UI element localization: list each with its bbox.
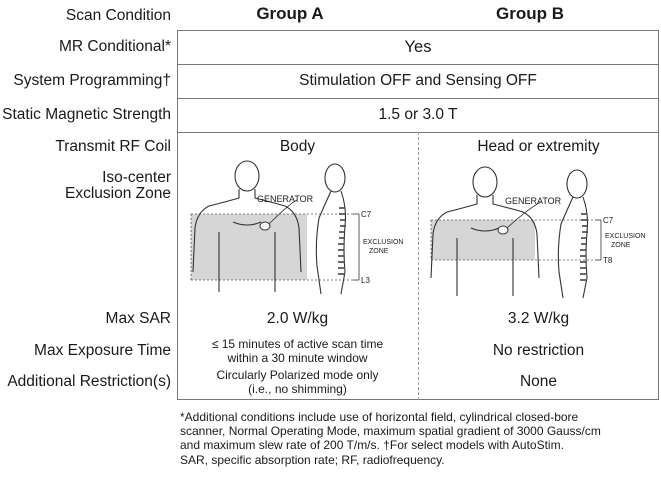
- spine-icon: [338, 207, 346, 275]
- additional-group-a-line2: (i.e., no shimming): [248, 382, 347, 396]
- system-programming-label: System Programming†: [13, 72, 171, 89]
- max-exposure-label: Max Exposure Time: [34, 342, 171, 359]
- additional-group-b: None: [519, 373, 558, 390]
- front-torso-figure: [192, 160, 302, 292]
- footnote-line4: SAR, specific absorption rate; RF, radio…: [180, 452, 445, 467]
- group-a-exclusion-diagram: GENERATOR C7 L3 EXCLUSION ZONE: [190, 160, 403, 295]
- static-magnetic-label: Static Magnetic Strength: [2, 106, 171, 123]
- transmit-rf-label: Transmit RF Coil: [55, 138, 171, 155]
- scan-condition-header: Scan Condition: [65, 7, 171, 24]
- generator-icon: [259, 221, 271, 231]
- generator-label: GENERATOR: [505, 196, 562, 206]
- footnote-line3: and maximum slew rate of 200 T/m/s. †For…: [180, 438, 564, 453]
- system-programming-value: Stimulation OFF and Sensing OFF: [299, 72, 537, 89]
- max-exposure-group-a-line2: within a 30 minute window: [227, 351, 368, 365]
- generator-pointer: [506, 201, 542, 229]
- exclusion-zone-shade: [431, 220, 535, 260]
- t8-label: T8: [603, 256, 613, 265]
- transmit-rf-group-a: Body: [279, 138, 316, 155]
- group-divider: [418, 132, 419, 400]
- zone-label: ZONE: [611, 242, 631, 249]
- c7-label: C7: [603, 216, 614, 225]
- exclusion-label: EXCLUSION: [605, 233, 645, 240]
- isocenter-label: Iso-center Exclusion Zone: [0, 170, 171, 202]
- max-exposure-group-b: No restriction: [492, 342, 585, 359]
- isocenter-label-line1: Iso-center: [102, 169, 171, 186]
- generator-icon: [497, 225, 509, 235]
- side-profile-figure: [557, 169, 589, 299]
- footnote-line1: *Additional conditions include use of ho…: [180, 410, 579, 424]
- spine-icon: [580, 213, 588, 281]
- exclusion-label: EXCLUSION: [363, 239, 403, 246]
- additional-restrictions-label: Additional Restriction(s): [7, 373, 171, 390]
- footnote: *Additional conditions include use of ho…: [180, 410, 658, 467]
- zone-label: ZONE: [369, 248, 389, 255]
- generator-label: GENERATOR: [257, 194, 314, 204]
- generator-pointer: [268, 199, 298, 225]
- group-b-exclusion-diagram: GENERATOR C7 T8 EXCLUSION ZONE: [430, 166, 645, 299]
- group-a-header: Group A: [256, 4, 324, 23]
- row-divider: [177, 64, 659, 65]
- static-magnetic-value: 1.5 or 3.0 T: [378, 106, 458, 123]
- mr-conditional-label: MR Conditional*: [59, 38, 171, 55]
- c7-label: C7: [361, 210, 372, 219]
- row-divider: [177, 98, 659, 99]
- additional-group-a-line1: Circularly Polarized mode only: [216, 368, 379, 382]
- max-exposure-group-a: ≤ 15 minutes of active scan time within …: [177, 337, 418, 365]
- mr-conditional-value: Yes: [404, 38, 432, 56]
- max-sar-group-b: 3.2 W/kg: [507, 310, 570, 327]
- isocenter-label-line2: Exclusion Zone: [65, 185, 171, 202]
- transmit-rf-group-b: Head or extremity: [477, 138, 600, 155]
- group-b-header: Group B: [496, 4, 564, 23]
- max-sar-group-a: 2.0 W/kg: [266, 310, 329, 327]
- dashed-zone-lines: [430, 219, 595, 261]
- l3-label: L3: [361, 276, 370, 285]
- max-sar-label: Max SAR: [105, 310, 171, 327]
- footnote-line2: scanner, Normal Operating Mode, maximum …: [180, 424, 601, 439]
- additional-group-a: Circularly Polarized mode only (i.e., no…: [177, 368, 418, 396]
- exclusion-zone-shade: [191, 214, 307, 280]
- dashed-zone-lines: [190, 213, 353, 281]
- max-exposure-group-a-line1: ≤ 15 minutes of active scan time: [211, 337, 384, 351]
- front-torso-figure: [430, 166, 540, 296]
